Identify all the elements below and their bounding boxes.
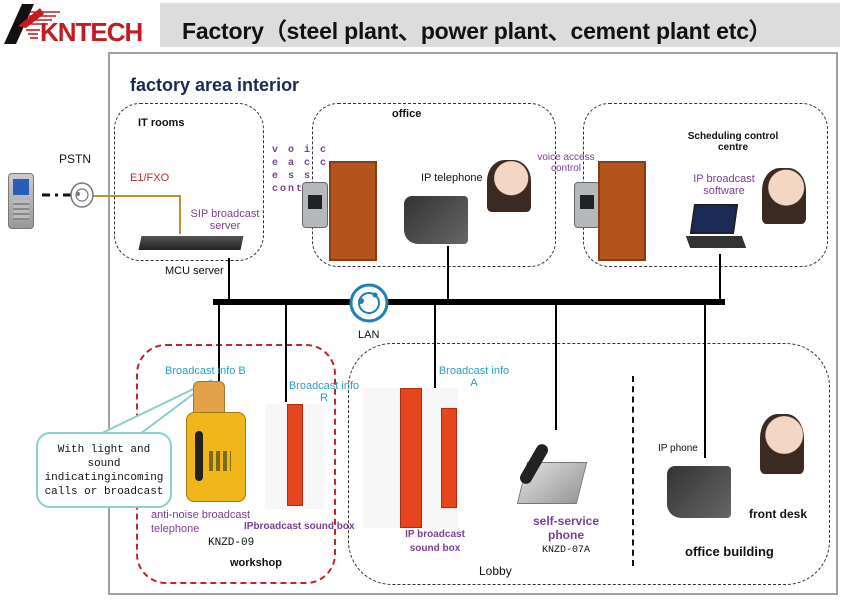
lan-hub-icon bbox=[349, 283, 389, 323]
logo-text: KNTECH bbox=[40, 17, 143, 47]
sip-server-label: SIP broadcast server bbox=[190, 208, 260, 232]
lobby-divider bbox=[632, 376, 634, 566]
anti-noise-telephone-icon bbox=[186, 412, 246, 502]
ip-telephone-label: IP telephone bbox=[421, 172, 483, 184]
ip-broadcast-sound-box-label-lobby: IP broadcast sound box bbox=[405, 529, 465, 554]
kntech-logo bbox=[0, 0, 160, 48]
e1-fxo-label: E1/FXO bbox=[130, 172, 170, 184]
mobile-phone-icon bbox=[8, 173, 34, 229]
e1-line bbox=[92, 195, 181, 234]
ip-phone-icon bbox=[667, 466, 731, 518]
broadcast-info-r-label: Broadcast info R bbox=[288, 380, 360, 404]
lan-label: LAN bbox=[358, 329, 380, 341]
area-title: factory area interior bbox=[130, 75, 300, 95]
door-icon bbox=[329, 161, 377, 261]
warning-light-icon bbox=[193, 381, 225, 415]
lobby-title: Lobby bbox=[479, 564, 512, 578]
sound-box-a-icon bbox=[363, 388, 458, 528]
ip-telephone-icon bbox=[404, 196, 468, 244]
scheduling-voice-access-label: voice access control bbox=[537, 152, 595, 174]
feature-callout: With light and sound indicatingincoming … bbox=[36, 432, 172, 508]
broadcast-info-b-label: Broadcast info B bbox=[165, 365, 246, 377]
office-title: office bbox=[392, 108, 422, 120]
office-voice-access-label: v o i c e a c c e s s control bbox=[272, 145, 329, 195]
knzd-09-model-label: KNZD-09 bbox=[208, 537, 255, 549]
door-icon bbox=[598, 161, 646, 261]
lan-bus bbox=[213, 299, 725, 305]
operator-avatar-office bbox=[487, 160, 531, 212]
self-service-phone-label: self-service phone bbox=[532, 514, 600, 542]
operator-avatar-scheduling bbox=[762, 168, 806, 224]
zone-it-rooms bbox=[114, 103, 264, 261]
broadcast-info-a-label: Broadcast info A bbox=[438, 365, 510, 389]
factory-area-frame bbox=[108, 52, 838, 595]
sip-server-icon bbox=[138, 236, 244, 250]
office-building-title: office building bbox=[685, 544, 774, 559]
anti-noise-telephone-label: anti-noise broadcast telephone bbox=[151, 509, 251, 535]
workshop-title: workshop bbox=[230, 557, 282, 569]
pstn-label: PSTN bbox=[59, 152, 92, 166]
logo-mark-icon bbox=[4, 4, 60, 44]
access-control-panel-icon bbox=[574, 182, 600, 228]
operator-avatar-front-desk bbox=[760, 414, 804, 474]
laptop-icon bbox=[685, 204, 747, 250]
access-control-panel-icon bbox=[302, 182, 328, 228]
pstn-exchange-icon bbox=[70, 182, 94, 208]
it-rooms-title: IT rooms bbox=[138, 117, 185, 129]
ip-broadcast-sound-box-label-workshop: IPbroadcast sound box bbox=[244, 521, 355, 532]
page-title: Factory（steel plant、power plant、cement p… bbox=[182, 18, 772, 44]
ip-broadcast-software-label: IP broadcast software bbox=[693, 173, 755, 197]
front-desk-label: front desk bbox=[749, 507, 808, 521]
knzd-07a-model-label: KNZD-07A bbox=[542, 545, 591, 556]
zone-lobby-building bbox=[348, 343, 830, 585]
title-bar bbox=[160, 3, 840, 47]
scheduling-title: Scheduling control centre bbox=[687, 131, 779, 153]
sound-box-r-icon bbox=[265, 404, 325, 509]
mcu-server-label: MCU server bbox=[165, 265, 224, 277]
ip-phone-label: IP phone bbox=[658, 443, 698, 454]
self-service-phone-icon bbox=[516, 440, 588, 504]
